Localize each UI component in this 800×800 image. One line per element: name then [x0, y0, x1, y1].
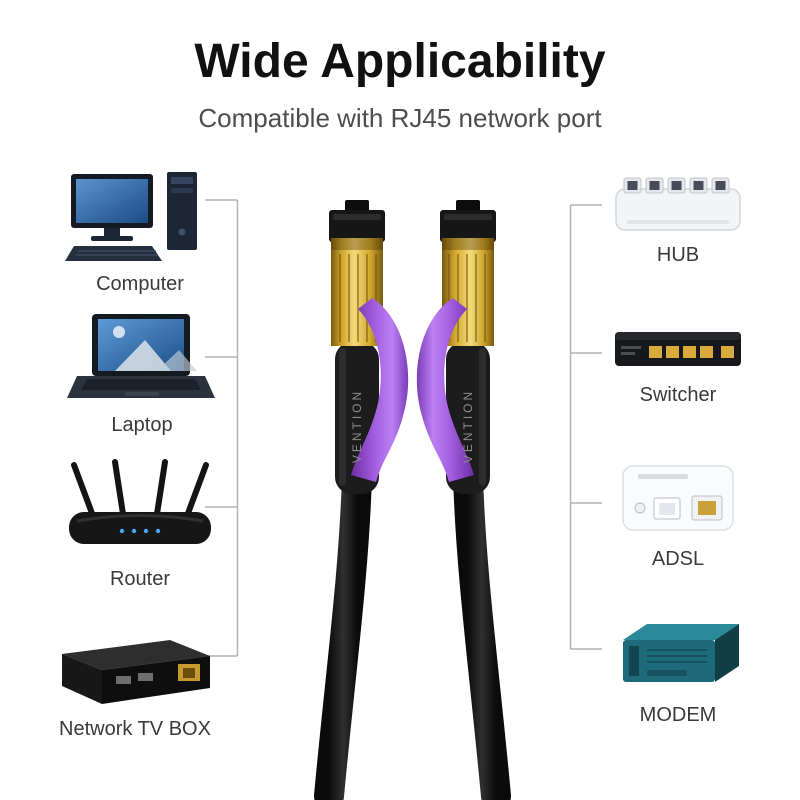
network-hub-icon — [608, 172, 748, 239]
device-label: Computer — [96, 273, 184, 295]
device-label: MODEM — [639, 704, 717, 726]
device-label: Router — [109, 568, 171, 590]
wifi-router-icon — [60, 458, 220, 563]
cable-brand-text-right: VENTION — [461, 389, 475, 463]
modem-icon — [608, 616, 748, 699]
device-switcher: Switcher — [608, 322, 748, 407]
device-label: Laptop — [111, 414, 173, 436]
tv-box-icon — [45, 632, 225, 713]
device-label: ADSL — [651, 548, 705, 570]
page-title: Wide Applicability — [194, 35, 606, 88]
device-tv-box: Network TV BOX — [45, 632, 225, 741]
device-label: Switcher — [639, 384, 717, 406]
device-label: HUB — [656, 244, 700, 266]
device-adsl: ADSL — [613, 458, 743, 571]
device-computer: Computer — [60, 168, 220, 296]
device-hub: HUB — [608, 172, 748, 267]
device-modem: MODEM — [608, 616, 748, 727]
device-label: Network TV BOX — [59, 718, 211, 740]
rj45-connector-left — [314, 200, 409, 800]
ethernet-cable-image: VENTION VENTION — [314, 200, 511, 800]
banner-header: Wide Applicability Compatible with RJ45 … — [0, 34, 800, 134]
cable-brand-text-left: VENTION — [350, 389, 364, 463]
network-switch-icon — [608, 322, 748, 379]
desktop-computer-icon — [60, 168, 220, 268]
rj45-connector-right — [416, 200, 511, 800]
page-subtitle: Compatible with RJ45 network port — [198, 103, 602, 133]
device-router: Router — [60, 458, 220, 591]
laptop-icon — [62, 312, 222, 409]
device-laptop: Laptop — [62, 312, 222, 437]
adsl-modem-icon — [613, 458, 743, 543]
